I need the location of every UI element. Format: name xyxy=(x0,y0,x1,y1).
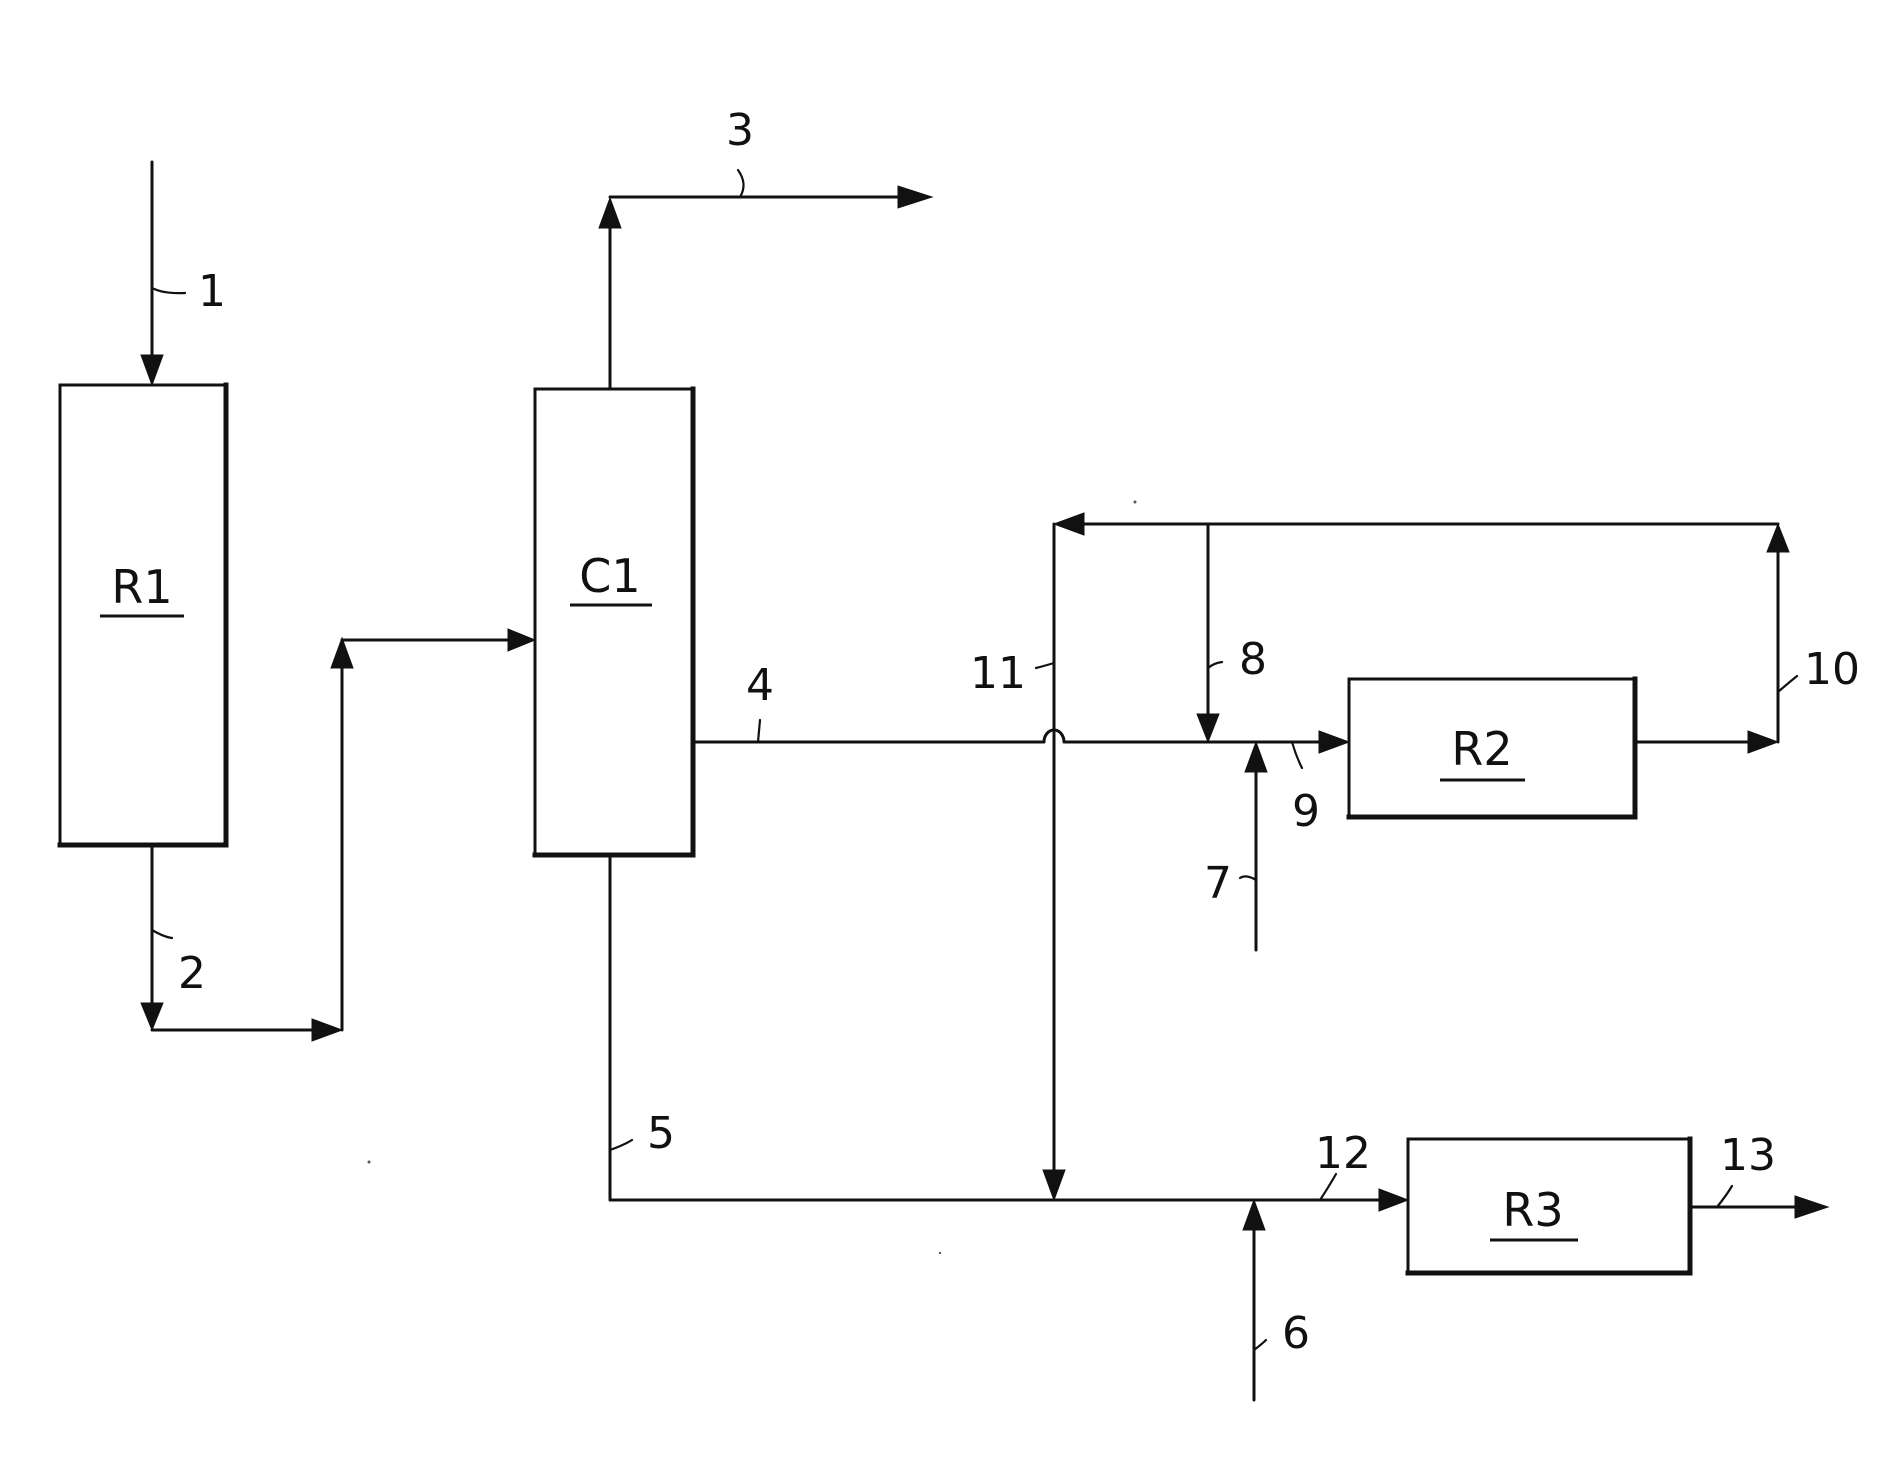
scan-speck xyxy=(1134,501,1137,504)
stream-3-label: 3 xyxy=(726,105,754,156)
stream-3-up-arrowhead xyxy=(599,198,621,228)
stream-10-leader xyxy=(1778,676,1797,692)
stream-4-label: 4 xyxy=(746,660,774,711)
stream-11-leader xyxy=(1036,663,1054,668)
stream-1-leader xyxy=(152,288,185,293)
stream-8-leader xyxy=(1208,662,1222,668)
stream-2-right-arrowhead xyxy=(312,1019,342,1041)
stream-3-arrowhead xyxy=(898,186,932,208)
reactor-r3: R3 xyxy=(1408,1139,1690,1273)
stream-1-arrowhead xyxy=(141,355,163,385)
stream-11-label: 11 xyxy=(970,648,1026,699)
stream-13-arrowhead xyxy=(1795,1196,1828,1218)
stream-1-line xyxy=(141,162,163,385)
stream-9-arrowhead xyxy=(1319,731,1349,753)
stream-11-arrowhead xyxy=(1043,1170,1065,1200)
scan-speck xyxy=(368,1161,371,1164)
stream-7-arrowhead xyxy=(1245,742,1267,772)
reactor-r2: R2 xyxy=(1349,679,1635,817)
stream-3-line xyxy=(599,186,932,389)
stream-7-label: 7 xyxy=(1204,858,1232,909)
stream-10-right-arrowhead xyxy=(1748,731,1778,753)
stream-10-up-arrowhead xyxy=(1767,524,1789,552)
recycle-header-line xyxy=(1054,513,1778,535)
stream-9-leader xyxy=(1292,742,1302,768)
stream-9-label: 9 xyxy=(1292,786,1320,837)
stream-8-arrowhead xyxy=(1197,714,1219,742)
stream-10-line xyxy=(1635,524,1789,753)
reactor-r1: R1 xyxy=(60,385,226,845)
stream-2-leader xyxy=(152,930,172,938)
stream-13-leader xyxy=(1717,1186,1732,1207)
stream-5-label: 5 xyxy=(647,1108,675,1159)
stream-11-line xyxy=(1043,524,1065,1200)
stream-2-inlet-arrowhead xyxy=(508,629,535,651)
stream-6-leader xyxy=(1254,1340,1266,1350)
scan-speck xyxy=(939,1252,941,1254)
stream-3-leader xyxy=(738,170,744,197)
stream-5-leader xyxy=(610,1140,632,1150)
stream-6-arrowhead xyxy=(1243,1200,1265,1230)
stream-12-arrowhead xyxy=(1379,1189,1408,1211)
recycle-header-arrowhead xyxy=(1054,513,1084,535)
stream-2-up-arrowhead xyxy=(331,638,353,668)
stream-6-label: 6 xyxy=(1282,1308,1310,1359)
stream-2-down-arrowhead xyxy=(141,1003,163,1030)
stream-5-line xyxy=(610,855,1408,1211)
column-c1: C1 xyxy=(535,389,693,855)
stream-8-line xyxy=(1197,524,1219,742)
stream-4-leader xyxy=(758,720,760,742)
reactor-r1-label: R1 xyxy=(111,560,172,614)
stream-7-leader xyxy=(1240,876,1256,880)
stream-13-line xyxy=(1690,1196,1828,1218)
stream-1-label: 1 xyxy=(198,266,226,317)
stream-2-label: 2 xyxy=(178,948,206,999)
stream-6-line xyxy=(1243,1200,1265,1400)
stream-12-label: 12 xyxy=(1315,1128,1371,1179)
column-c1-label: C1 xyxy=(579,549,640,603)
reactor-r2-label: R2 xyxy=(1451,722,1512,776)
stream-4-line xyxy=(693,730,1349,753)
stream-7-line xyxy=(1245,742,1267,950)
stream-8-label: 8 xyxy=(1239,634,1267,685)
reactor-r3-label: R3 xyxy=(1502,1183,1563,1237)
stream-10-label: 10 xyxy=(1804,644,1860,695)
stream-13-label: 13 xyxy=(1720,1130,1776,1181)
